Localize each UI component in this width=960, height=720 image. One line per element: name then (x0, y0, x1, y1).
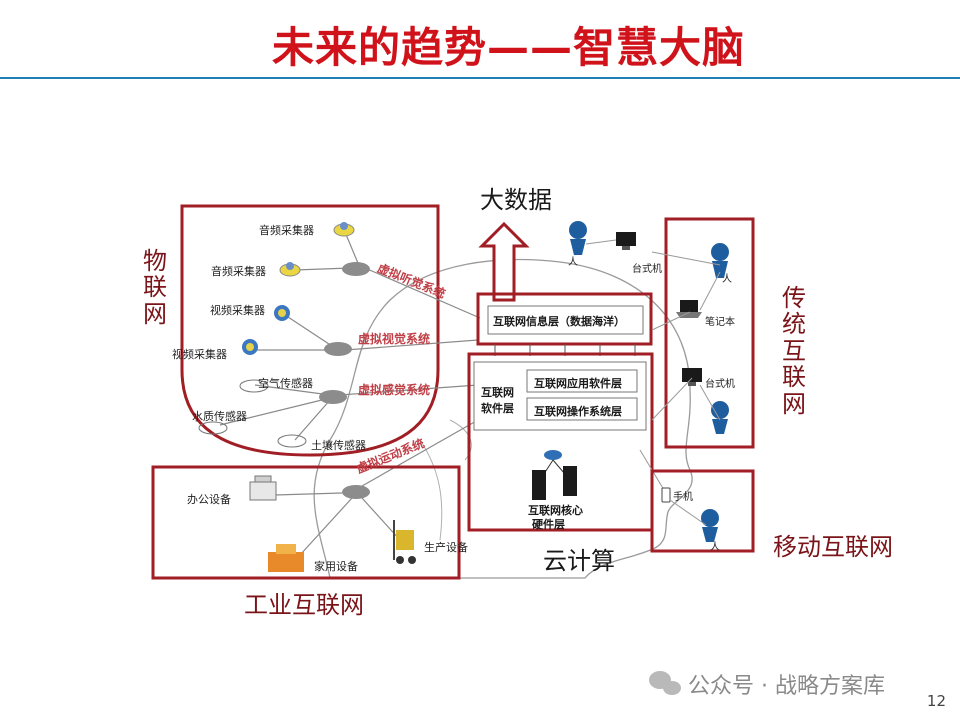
core-hardware-label: 硬件层 (532, 518, 565, 531)
desktop-icon (616, 232, 636, 250)
info-layer-label: 互联网信息层（数据海洋） (493, 315, 625, 328)
watermark: 公众号 · 战略方案库 (688, 674, 885, 699)
server-icon (532, 450, 577, 500)
video-collector-label: 视频采集器 (210, 304, 265, 317)
person-icon (711, 401, 729, 434)
mobile-internet-label: 移动互联网 (773, 533, 893, 561)
iot-label: 物联网 (143, 247, 167, 328)
software-layer-label: 互联网 (481, 386, 514, 399)
app-software-layer: 互联网应用软件层 (534, 377, 622, 390)
person-label: 人 (568, 257, 578, 268)
video-collector-icon (274, 305, 290, 321)
forklift-icon (393, 520, 416, 564)
desktop-label: 台式机 (705, 379, 735, 390)
industrial-internet-label: 工业互联网 (244, 591, 364, 619)
wechat-icon (649, 671, 681, 695)
audio-collector-icon (279, 262, 301, 277)
os-layer: 互联网操作系统层 (534, 405, 622, 418)
iot-frame (180, 204, 440, 457)
desktop-label: 台式机 (632, 264, 662, 275)
person-icon (701, 509, 719, 542)
cloud-computing-label: 云计算 (543, 547, 615, 575)
desktop-icon (682, 368, 702, 386)
home-appliance-icon (268, 544, 304, 572)
audio-collector-icon (333, 222, 355, 237)
air-sensor-label: 空气传感器 (258, 377, 313, 390)
big-data-label: 大数据 (480, 186, 552, 214)
head-outline (313, 258, 693, 579)
core-hardware-label: 互联网核心 (528, 504, 583, 517)
soil-sensor-label: 土壤传感器 (311, 439, 366, 452)
video-collector-icon (242, 339, 258, 355)
phone-label: 手机 (673, 492, 693, 503)
title-rule (0, 77, 960, 79)
office-equipment-label: 办公设备 (187, 493, 231, 506)
laptop-label: 笔记本 (705, 317, 735, 328)
person-label: 人 (722, 274, 732, 285)
page-number: 12 (926, 692, 946, 710)
printer-icon (249, 475, 277, 501)
up-arrow-icon (478, 221, 530, 302)
laptop-icon (676, 300, 702, 318)
person-label: 人 (710, 542, 720, 553)
person-icon (711, 243, 729, 278)
sensory-system-label: 虚拟感觉系统 (358, 383, 431, 397)
visual-system-label: 虚拟视觉系统 (358, 332, 431, 346)
water-sensor-label: 水质传感器 (192, 410, 247, 423)
phone-icon (661, 487, 671, 503)
industrial-frame (151, 465, 461, 580)
audio-collector-label: 音频采集器 (211, 265, 266, 278)
mobile-frame (650, 469, 755, 553)
production-equipment-label: 生产设备 (424, 541, 468, 554)
traditional-frame (664, 217, 755, 449)
person-icon (569, 221, 587, 255)
slide-title: 未来的趋势——智慧大脑 (272, 23, 746, 72)
software-layer-label: 软件层 (481, 402, 514, 415)
cloud-frame (467, 352, 654, 532)
video-collector-label: 视频采集器 (172, 348, 227, 361)
audio-collector-label: 音频采集器 (259, 224, 314, 237)
home-equipment-label: 家用设备 (314, 560, 358, 573)
traditional-internet-label: 传统互联网 (782, 284, 806, 418)
